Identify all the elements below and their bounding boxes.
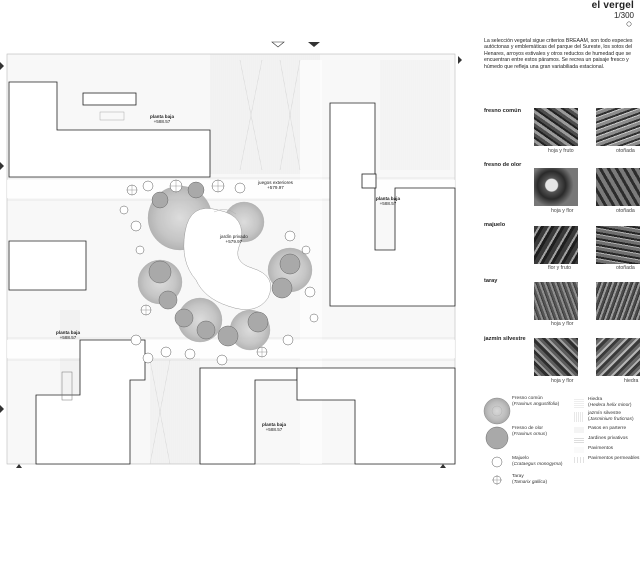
plan-label-planta-baja-ne: planta baja+588.57 bbox=[376, 196, 400, 207]
caption: hoja y fruto bbox=[548, 148, 574, 154]
caption: flor y fruto bbox=[548, 265, 572, 271]
caption: otoñada bbox=[616, 265, 635, 271]
legend-swatch-pavimentos bbox=[574, 447, 584, 453]
plan-label-juegos: juegos exteriores+579.97 bbox=[258, 180, 293, 191]
plan-label-planta-baja-sw: planta baja+588.57 bbox=[56, 330, 80, 341]
caption: hoja y flor bbox=[551, 321, 574, 327]
legend-taray: Taray(Tamarix gallica) bbox=[512, 474, 548, 485]
legend-majuelo: Majuelo(Crataegus monogyma) bbox=[512, 456, 563, 467]
legend-pavimentos: Pavimentos bbox=[588, 446, 614, 451]
legend-fresno-comun: Fresno común(Fraxinus angustifolia) bbox=[512, 396, 560, 407]
caption: hoja y flor bbox=[551, 378, 574, 384]
legend-swatch-hiedra bbox=[574, 398, 584, 408]
legend-swatch-jazmin bbox=[574, 412, 584, 422]
legend-swatch-pavimentos-permeables bbox=[574, 457, 584, 463]
photo-fresno-comun-otonada bbox=[596, 108, 640, 146]
plan-label-jardin: jardín privado+579.97 bbox=[220, 234, 248, 245]
majuelo-symbol bbox=[491, 456, 503, 468]
photo-jazmin-hoja bbox=[534, 338, 578, 376]
photo-majuelo-flor bbox=[534, 226, 578, 264]
fresno-comun-symbol bbox=[483, 397, 511, 425]
species-name-fresno-comun: fresno común bbox=[484, 108, 521, 114]
legend-tree-symbols bbox=[483, 397, 511, 485]
sheet-header: el vergel 1/300 bbox=[592, 0, 634, 21]
legend-fresno-de-olor: Fresno de olor(Fraxinus ornus) bbox=[512, 426, 547, 437]
legend-jardines: Jardines privativos bbox=[588, 436, 628, 441]
legend-swatch-jardines bbox=[574, 437, 584, 443]
photo-hiedra bbox=[596, 338, 640, 376]
caption: otoñada bbox=[616, 148, 635, 154]
fresno-de-olor-symbol bbox=[485, 426, 509, 450]
photo-taray-hoja bbox=[534, 282, 578, 320]
photo-fresno-de-olor-hoja bbox=[534, 168, 578, 206]
photo-fresno-de-olor-otonada bbox=[596, 168, 640, 206]
caption: otoñada bbox=[616, 208, 635, 214]
sheet-title: el vergel bbox=[591, 0, 634, 11]
species-name-fresno-de-olor: fresno de olor bbox=[484, 162, 522, 168]
caption: hiedra bbox=[624, 378, 639, 384]
legend-pavimentos-permeables: Pavimentos permeables bbox=[588, 456, 640, 461]
photo-taray-otonada bbox=[596, 282, 640, 320]
plan-label-planta-baja-s: planta baja+588.57 bbox=[262, 422, 286, 433]
plan-label-planta-baja-nw: planta baja+588.57 bbox=[150, 114, 174, 125]
species-name-taray: taray bbox=[484, 278, 498, 284]
intro-text: La selección vegetal sigue criterios BRE… bbox=[484, 38, 633, 70]
legend-hiedra: Hiedra(Hedera helix minor) bbox=[588, 397, 632, 408]
legend-pasos: Pasos en parterre bbox=[588, 426, 627, 431]
sheet-scale: 1/300 bbox=[613, 11, 634, 20]
species-name-jazmin-silvestre: jazmín silvestre bbox=[484, 336, 526, 342]
species-name-majuelo: majuelo bbox=[484, 222, 506, 228]
legend-jazmin: jazmín silvestre(Jasminium fruticnas) bbox=[588, 411, 634, 422]
photo-fresno-comun-hoja bbox=[534, 108, 578, 146]
photo-majuelo-otonada bbox=[596, 226, 640, 264]
legend-swatch-pasos bbox=[574, 427, 584, 433]
caption: hoja y flor bbox=[551, 208, 574, 214]
